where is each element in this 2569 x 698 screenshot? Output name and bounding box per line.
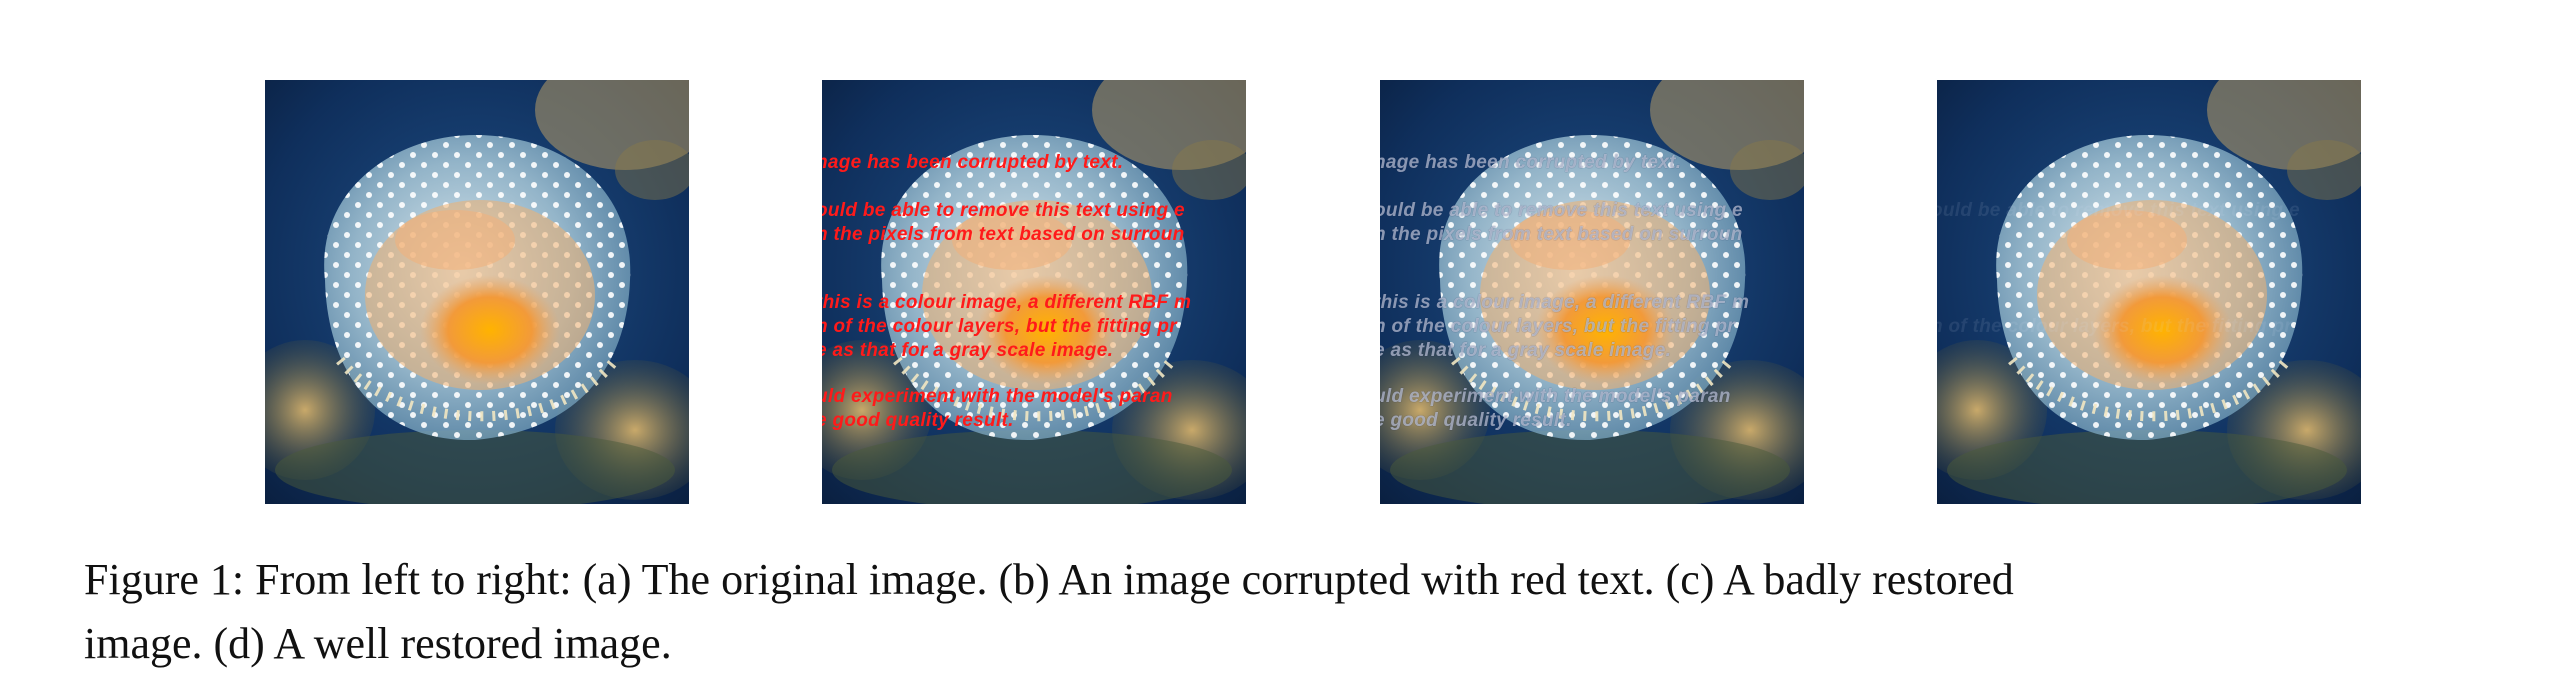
overlay-line: h of the colour layers, but the fitting … (1937, 316, 2292, 337)
panel-b-corrupted-image: nage has been corrupted by text. ould be… (822, 80, 1246, 504)
overlay-line: this is a colour image, a different RBF … (1380, 292, 1750, 313)
overlay-line: e as that for a gray scale image. (1380, 340, 1672, 361)
figure-caption: Figure 1: From left to right: (a) The or… (84, 548, 2544, 676)
overlay-line: uld experiment with the model's paran (822, 386, 1173, 407)
overlay-line: h of the colour layers, but the fitting … (822, 316, 1177, 337)
overlay-line: nage has been corrupted by text. (1380, 152, 1682, 173)
overlay-line: ould be able to remove this text using e (822, 200, 1185, 221)
overlay-line: e good quality result. (1380, 410, 1572, 431)
caption-line-1: Figure 1: From left to right: (a) The or… (84, 555, 2014, 604)
overlay-line: n the pixels from text based on surroun (822, 224, 1185, 245)
overlay-line: nage has been corrupted by text. (822, 152, 1124, 173)
residual-text-overlay: nage has been corrupted by text. ould be… (1380, 80, 1804, 504)
faint-residual-overlay: ould be able to remove this text using e… (1937, 80, 2361, 504)
panel-a-original-image (265, 80, 689, 504)
overlay-line: ould be able to remove this text using e (1380, 200, 1743, 221)
overlay-line: uld experiment with the model's paran (1380, 386, 1731, 407)
corruption-text-overlay: nage has been corrupted by text. ould be… (822, 80, 1246, 504)
overlay-line: this is a colour image, a different RBF … (822, 292, 1192, 313)
overlay-line: ould be able to remove this text using e (1937, 200, 2300, 221)
panel-d-well-restored-image: ould be able to remove this text using e… (1937, 80, 2361, 504)
overlay-line: h of the colour layers, but the fitting … (1380, 316, 1735, 337)
jellyfish-image (265, 80, 689, 504)
overlay-line: e good quality result. (822, 410, 1014, 431)
overlay-line: e as that for a gray scale image. (822, 340, 1114, 361)
overlay-line: n the pixels from text based on surroun (1380, 224, 1743, 245)
panel-c-badly-restored-image: nage has been corrupted by text. ould be… (1380, 80, 1804, 504)
caption-line-2: image. (d) A well restored image. (84, 619, 672, 668)
